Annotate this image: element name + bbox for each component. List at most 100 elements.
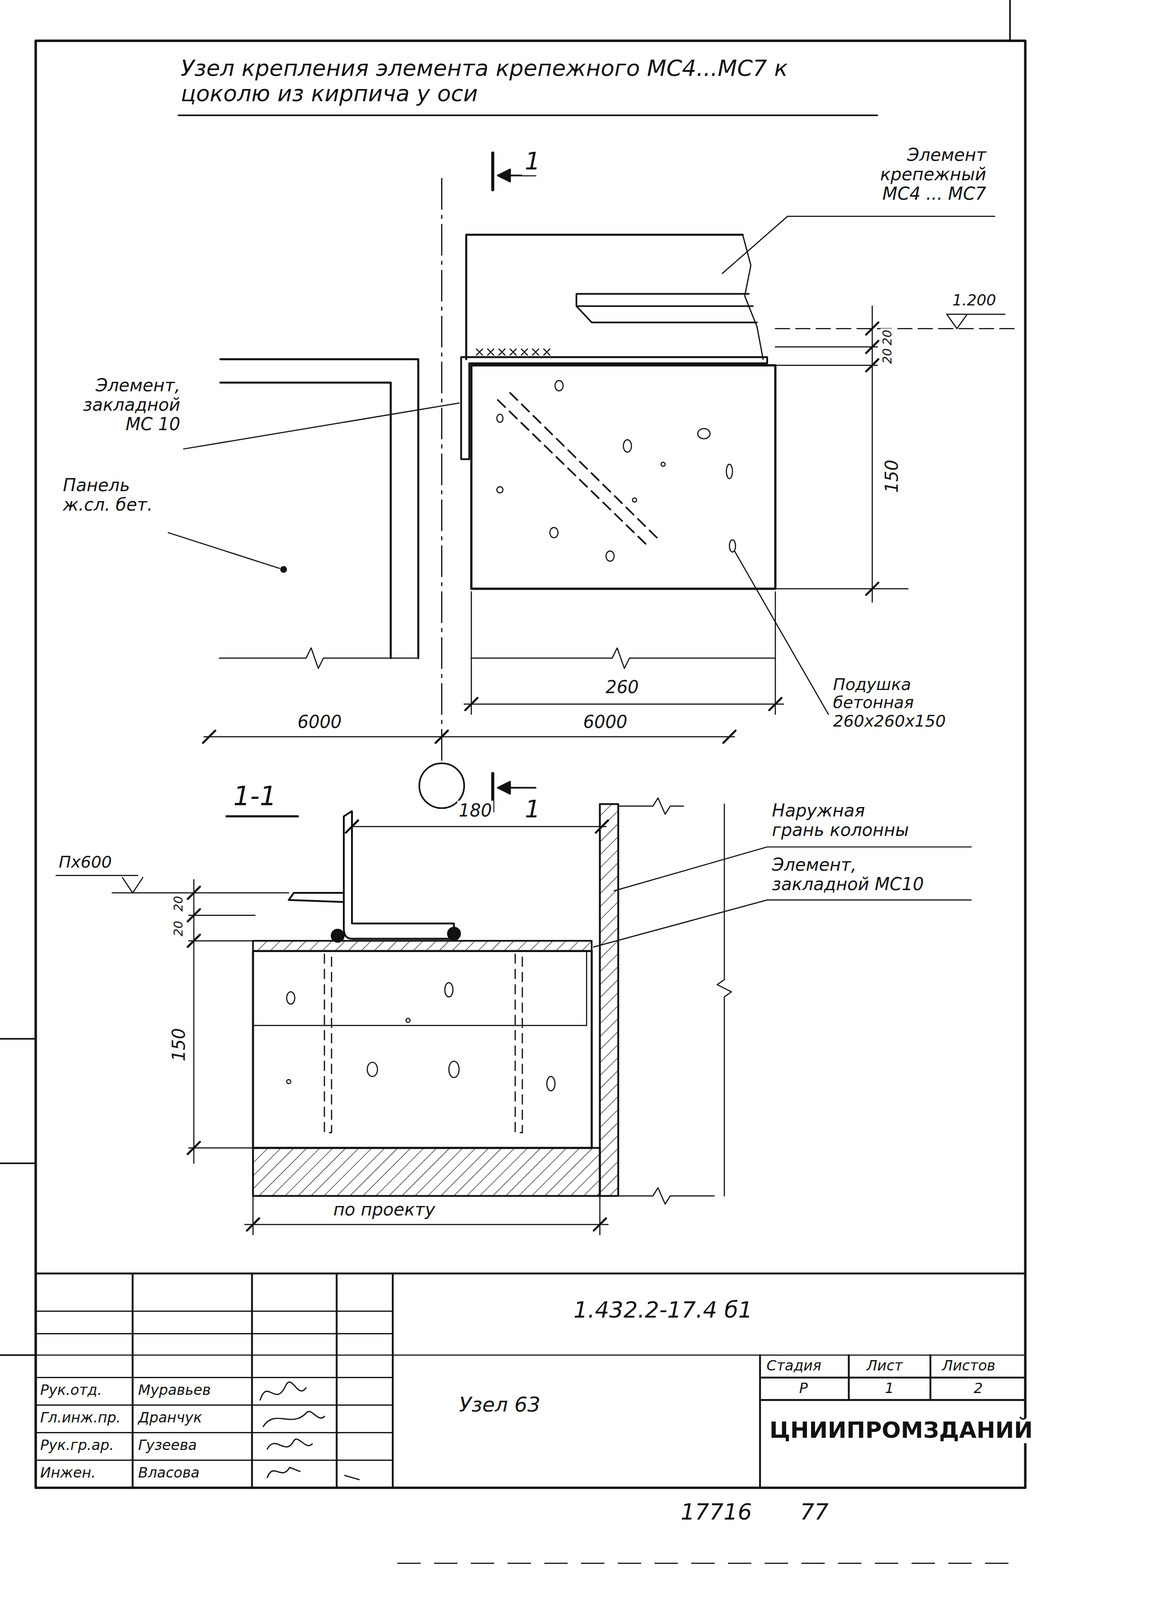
drawing-label: Р xyxy=(797,1380,810,1397)
sheet-frame xyxy=(35,40,1026,1488)
column-face xyxy=(600,804,619,1196)
dimension-tick xyxy=(866,322,879,596)
drawing-label: 260 xyxy=(604,677,641,697)
aggregate xyxy=(286,982,555,1091)
angle-section xyxy=(288,811,460,942)
fastening-element xyxy=(466,234,764,360)
drawing-label: Власова xyxy=(136,1464,202,1481)
arrow-head xyxy=(497,781,511,794)
drawing-label: 77 xyxy=(797,1499,831,1525)
cut-line xyxy=(398,1562,1021,1564)
drawing-label: 2 xyxy=(972,1380,985,1397)
break-line xyxy=(219,647,776,669)
edge-mark xyxy=(0,0,1010,1356)
level-mark xyxy=(946,314,1005,329)
pad-outline xyxy=(471,365,776,589)
drawing-label: Рук.гр.ар. xyxy=(38,1437,116,1454)
section-line xyxy=(491,153,495,190)
anchor-bar xyxy=(324,954,523,1133)
drawing-label: 6000 xyxy=(295,712,344,732)
drawing-label: ЦНИИПРОМЗДАНИЙ xyxy=(767,1417,1036,1444)
weld-symbol xyxy=(476,348,550,356)
embedded-plate xyxy=(253,940,592,952)
drawing-label: 1.200 xyxy=(950,291,998,310)
drawing-label: Элемент, закладной МС10 xyxy=(770,854,927,894)
drawing-label: Узел 63 xyxy=(457,1393,543,1417)
axis-line xyxy=(440,178,443,764)
section-title-underline xyxy=(226,815,298,818)
leader-line xyxy=(722,216,995,274)
dimension-line xyxy=(717,804,732,1196)
level-mark xyxy=(56,875,143,893)
drawing-label: 17716 xyxy=(678,1499,755,1525)
element-outline xyxy=(466,234,743,360)
drawing-label: Пх600 xyxy=(56,853,114,872)
dimension-tick xyxy=(465,698,782,711)
drawing-label: 180 xyxy=(457,800,494,821)
drawing-label: 20 xyxy=(171,919,186,938)
drawing-label: 20 xyxy=(171,895,186,914)
aggregate xyxy=(497,380,736,562)
leader-line xyxy=(183,403,460,450)
drawing-label: 1.432.2-17.4 б1 xyxy=(571,1297,755,1323)
left-dimension xyxy=(56,875,289,1164)
table-line xyxy=(35,1273,1026,1488)
brick-plinth xyxy=(253,1148,601,1196)
drawing-label: Подушка бетонная 260х260х150 xyxy=(831,675,988,731)
axis-dimension xyxy=(202,730,736,743)
title-underline xyxy=(178,114,878,117)
leader-line xyxy=(593,900,971,948)
drawing-label: 150 xyxy=(168,1026,189,1064)
dimension-tick xyxy=(202,730,736,743)
arrow-head xyxy=(497,169,511,182)
drawing-label: Элемент крепежный МС4 ... МС7 xyxy=(836,145,988,204)
plate-anchor-zone xyxy=(253,951,587,1026)
dimension-260 xyxy=(464,591,784,715)
dimension-tick xyxy=(246,1218,606,1231)
dimension-line xyxy=(351,825,606,827)
weld xyxy=(331,929,344,942)
sheet-title: Узел крепления элемента крепежного МС4..… xyxy=(178,56,796,107)
drawing-label: 1 xyxy=(522,795,543,824)
drawing-label: по проекту xyxy=(331,1199,437,1220)
drawing-label: 20 xyxy=(880,328,895,347)
vertical-dimension xyxy=(775,305,1016,602)
dimension-180 xyxy=(345,820,608,833)
anchor-bar xyxy=(497,392,658,547)
concrete-pad xyxy=(471,365,776,589)
drawing-label: Стадия xyxy=(764,1357,823,1374)
drawing-label: Гл.инж.пр. xyxy=(38,1409,123,1426)
drawing-label: Дранчук xyxy=(136,1409,204,1426)
leader-dot xyxy=(281,566,287,572)
drawing-label: 150 xyxy=(881,458,902,495)
drawing-label: 1-1 xyxy=(230,781,280,812)
dimension-by-project xyxy=(244,1195,609,1235)
drawing-label: 6000 xyxy=(581,712,629,732)
dimension-tick xyxy=(187,886,200,1154)
angle-leg xyxy=(343,811,455,939)
pad-outline xyxy=(253,951,592,1149)
signature xyxy=(260,1382,360,1480)
wall-panel xyxy=(220,359,419,659)
drawing-label: Лист xyxy=(865,1357,905,1374)
drawing-label: 1 xyxy=(522,147,543,176)
drawing-label: Панель ж.сл. бет. xyxy=(60,475,177,515)
drawing-label: 20 xyxy=(880,347,895,366)
concrete-pad-section xyxy=(253,951,592,1149)
drawing-label: Инжен. xyxy=(38,1464,98,1481)
embedded-plate xyxy=(461,356,768,460)
level-line xyxy=(775,328,1016,329)
dimension-line xyxy=(464,591,784,715)
break-line xyxy=(618,797,714,1205)
dimension-line xyxy=(244,1195,609,1235)
leader-line xyxy=(168,532,280,569)
drawing-label: Наружная грань колонны xyxy=(770,800,922,840)
dimension-line xyxy=(204,736,735,737)
dimension-tick xyxy=(345,820,608,833)
drawing-label: Рук.отд. xyxy=(38,1382,104,1398)
angle-profile xyxy=(576,293,758,323)
dimension-line xyxy=(112,879,289,1164)
drawing-label: Листов xyxy=(940,1357,997,1374)
